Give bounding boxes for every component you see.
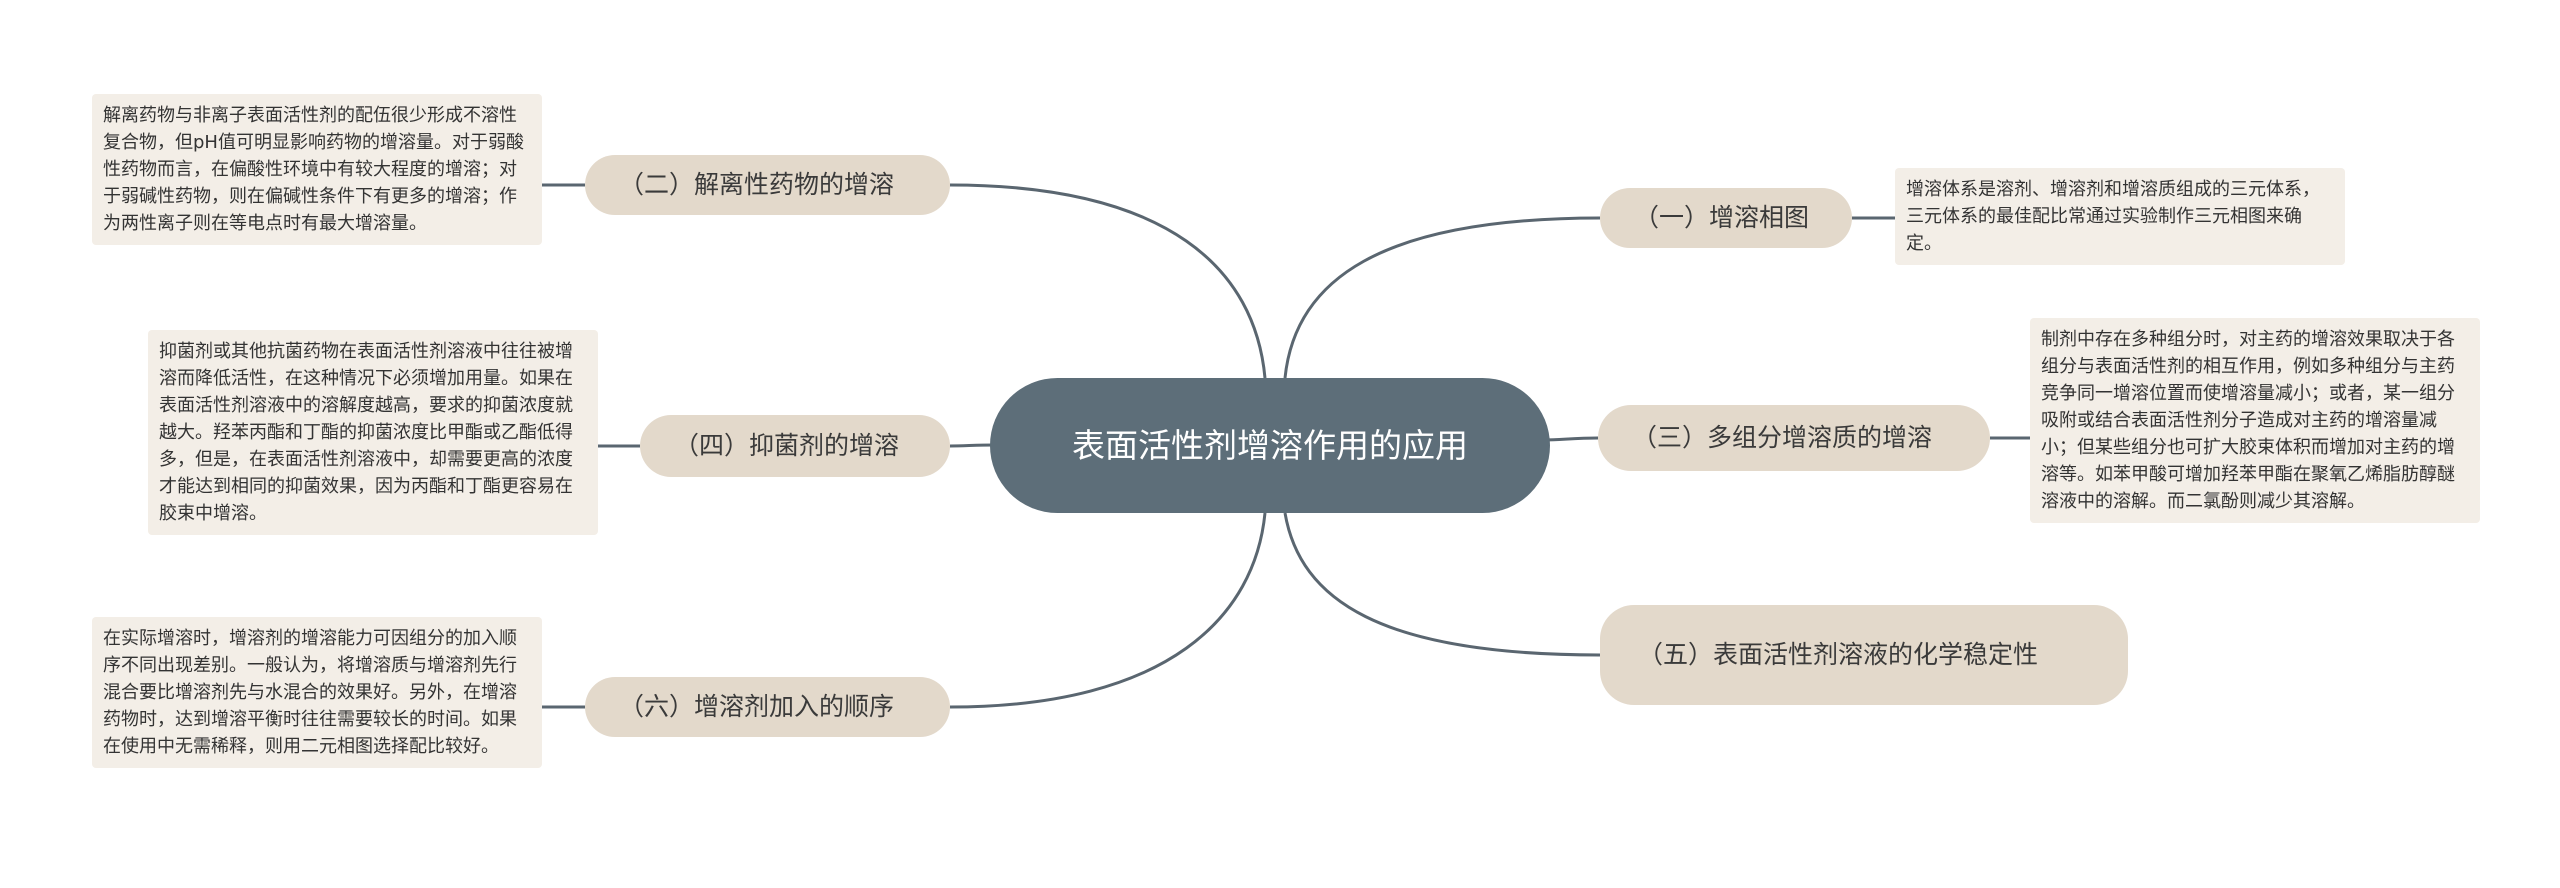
note-preservatives: 抑菌剂或其他抗菌药物在表面活性剂溶液中往往被增溶而降低活性，在这种情况下必须增加…	[148, 330, 598, 535]
note-ionizable-drugs: 解离药物与非离子表面活性剂的配伍很少形成不溶性复合物，但pH值可明显影响药物的增…	[92, 94, 542, 245]
note-text: 抑菌剂或其他抗菌药物在表面活性剂溶液中往往被增溶而降低活性，在这种情况下必须增加…	[159, 341, 573, 524]
branch-label: （二）解离性药物的增溶	[619, 170, 895, 199]
branch-label: （一）增溶相图	[1634, 203, 1810, 232]
note-multicomponent: 制剂中存在多种组分时，对主药的增溶效果取决于各组分与表面活性剂的相互作用，例如多…	[2030, 318, 2480, 523]
branch-phase-diagram[interactable]: （一）增溶相图	[1600, 188, 1852, 248]
note-text: 在实际增溶时，增溶剂的增溶能力可因组分的加入顺序不同出现差别。一般认为，将增溶质…	[103, 628, 517, 757]
note-addition-order: 在实际增溶时，增溶剂的增溶能力可因组分的加入顺序不同出现差别。一般认为，将增溶质…	[92, 617, 542, 768]
branch-chemical-stability[interactable]: （五）表面活性剂溶液的化学稳定性	[1600, 605, 2128, 705]
note-text: 制剂中存在多种组分时，对主药的增溶效果取决于各组分与表面活性剂的相互作用，例如多…	[2041, 329, 2455, 512]
branch-label: （三）多组分增溶质的增溶	[1632, 423, 1933, 452]
link-b2	[949, 183, 1267, 379]
link-b1	[1283, 216, 1601, 379]
branch-label: （五）表面活性剂溶液的化学稳定性	[1638, 640, 2039, 669]
central-topic[interactable]: 表面活性剂增溶作用的应用	[990, 378, 1550, 513]
note-text: 增溶体系是溶剂、增溶剂和增溶质组成的三元体系，三元体系的最佳配比常通过实验制作三…	[1906, 179, 2320, 254]
link-b5	[1283, 512, 1601, 657]
branch-multicomponent[interactable]: （三）多组分增溶质的增溶	[1598, 405, 1990, 471]
link-b3	[1544, 436, 1599, 442]
note-text: 解离药物与非离子表面活性剂的配伍很少形成不溶性复合物，但pH值可明显影响药物的增…	[103, 105, 524, 234]
note-phase-diagram: 增溶体系是溶剂、增溶剂和增溶质组成的三元体系，三元体系的最佳配比常通过实验制作三…	[1895, 168, 2345, 265]
central-topic-label: 表面活性剂增溶作用的应用	[1072, 425, 1468, 465]
branch-preservatives[interactable]: （四）抑菌剂的增溶	[640, 415, 950, 477]
branch-addition-order[interactable]: （六）增溶剂加入的顺序	[585, 677, 950, 737]
branch-label: （四）抑菌剂的增溶	[674, 431, 900, 460]
branch-label: （六）增溶剂加入的顺序	[619, 692, 895, 721]
link-b6	[949, 512, 1267, 709]
branch-ionizable-drugs[interactable]: （二）解离性药物的增溶	[585, 155, 950, 215]
link-b4	[949, 443, 996, 448]
